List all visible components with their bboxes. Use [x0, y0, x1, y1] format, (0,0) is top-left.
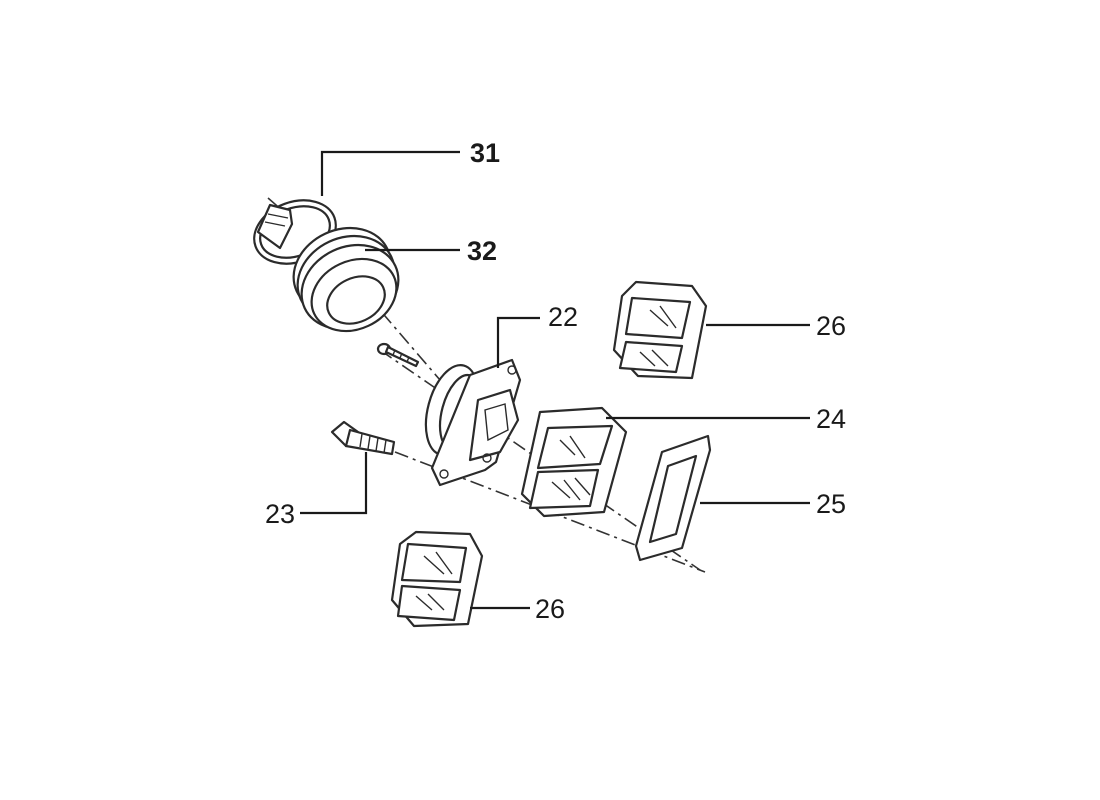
part-26-reed-petal-upper — [612, 280, 708, 380]
part-23-bolt — [330, 420, 396, 456]
callout-24: 24 — [816, 404, 846, 434]
part-25-gasket — [634, 434, 712, 562]
callout-22: 22 — [548, 302, 578, 332]
leader-23 — [300, 452, 368, 515]
leader-22 — [496, 316, 540, 368]
callout-25: 25 — [816, 489, 846, 519]
callout-31: 31 — [470, 138, 500, 168]
part-22-reed-valve-body — [424, 358, 522, 487]
callout-23: 23 — [265, 499, 295, 529]
part-26-reed-petal-lower — [390, 530, 484, 628]
callout-32: 32 — [467, 236, 497, 266]
leader-lines — [300, 150, 810, 610]
leader-31 — [320, 150, 460, 196]
part-24-reed-block — [520, 406, 628, 518]
callout-26-lower: 26 — [535, 594, 565, 624]
small-screw — [376, 342, 420, 368]
part-32-intake-boot — [292, 226, 400, 333]
callout-26-upper: 26 — [816, 311, 846, 341]
